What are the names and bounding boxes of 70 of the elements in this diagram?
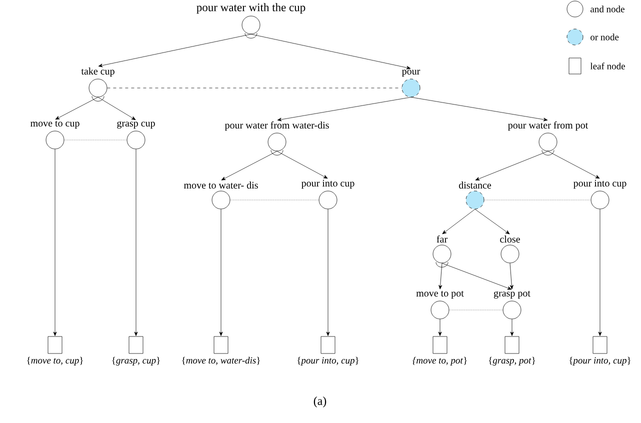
node-label: move to pot [416,290,464,299]
node-label: pour water from water-dis [224,121,329,131]
arrow [221,151,278,180]
arrow [475,151,548,180]
or-node: distance [458,182,492,210]
and-node: pour water from water-dis [224,121,329,152]
node-label: far [436,235,448,243]
and-node: pour into cup [574,180,626,210]
legend-label: or node [590,34,619,40]
and-node: move to pot [416,290,464,320]
node-label: pour into cup [301,180,354,189]
arrow [98,97,136,120]
arrow [438,319,442,336]
legend-label: leaf node [590,62,625,70]
arrow [276,151,328,179]
leaf-node: {move to, pot} [412,336,467,366]
leaf-node: {pour into, cup} [570,336,630,366]
and-node: move to water- dis [184,182,258,210]
node-label: {grasp, cup} [112,356,160,366]
node-label: move to cup [30,120,80,129]
and-node: far [432,235,452,264]
arrow [219,209,223,336]
node-label: {pour into, cup} [298,356,358,366]
arrow [598,209,602,336]
arrow [442,263,512,290]
node-label: close [500,236,520,243]
and-node: take cup [81,68,114,98]
arrow [510,319,514,336]
caption: (a) [314,396,326,408]
leaf-node: {move to, water-dis} [182,336,260,365]
arrow [438,263,442,290]
node-label: pour [402,70,420,77]
arrow [410,97,548,122]
arrow [326,209,330,336]
node-label: pour into cup [573,180,626,189]
or-node: pour [402,70,420,98]
arrow [510,263,514,290]
node-label: {move to, water-dis} [182,356,260,365]
node-label: pour water from pot [508,121,588,131]
and-node: grasp pot [494,290,530,320]
node-label: grasp pot [494,290,530,299]
and-node: pour water from pot [508,121,588,152]
leaf-node: {grasp, pot} [488,336,536,366]
arrow [474,209,510,234]
arrow [98,34,252,68]
and-node: move to cup [30,120,80,150]
arrow [442,209,476,234]
leaf-node: {grasp, cup} [112,336,160,366]
arrow [134,149,138,336]
and-node: pour water with the cup [196,3,306,34]
arrow [548,151,600,179]
node-label: move to water- dis [184,182,258,189]
and-node: pour into cup [302,180,354,210]
arrow [55,97,98,120]
node-label: {grasp, pot} [488,356,536,366]
node-label: take cup [81,68,114,77]
node-label: grasp cup [117,121,155,129]
node-label: {pour into, cup} [570,356,630,366]
node-label: pour water with the cup [196,3,306,14]
leaf-node: {move to, cup} [27,336,83,366]
arrow [53,149,57,336]
node-label: {move to, pot} [412,356,467,366]
arrow [277,97,412,122]
leaf-node: {pour into, cup} [298,336,358,366]
and-node: close [500,236,520,264]
legend-label: and node [590,6,624,12]
node-label: {move to, cup} [27,356,83,366]
and-node: grasp cup [117,121,155,150]
arrow [250,34,411,70]
node-label: distance [458,182,492,189]
